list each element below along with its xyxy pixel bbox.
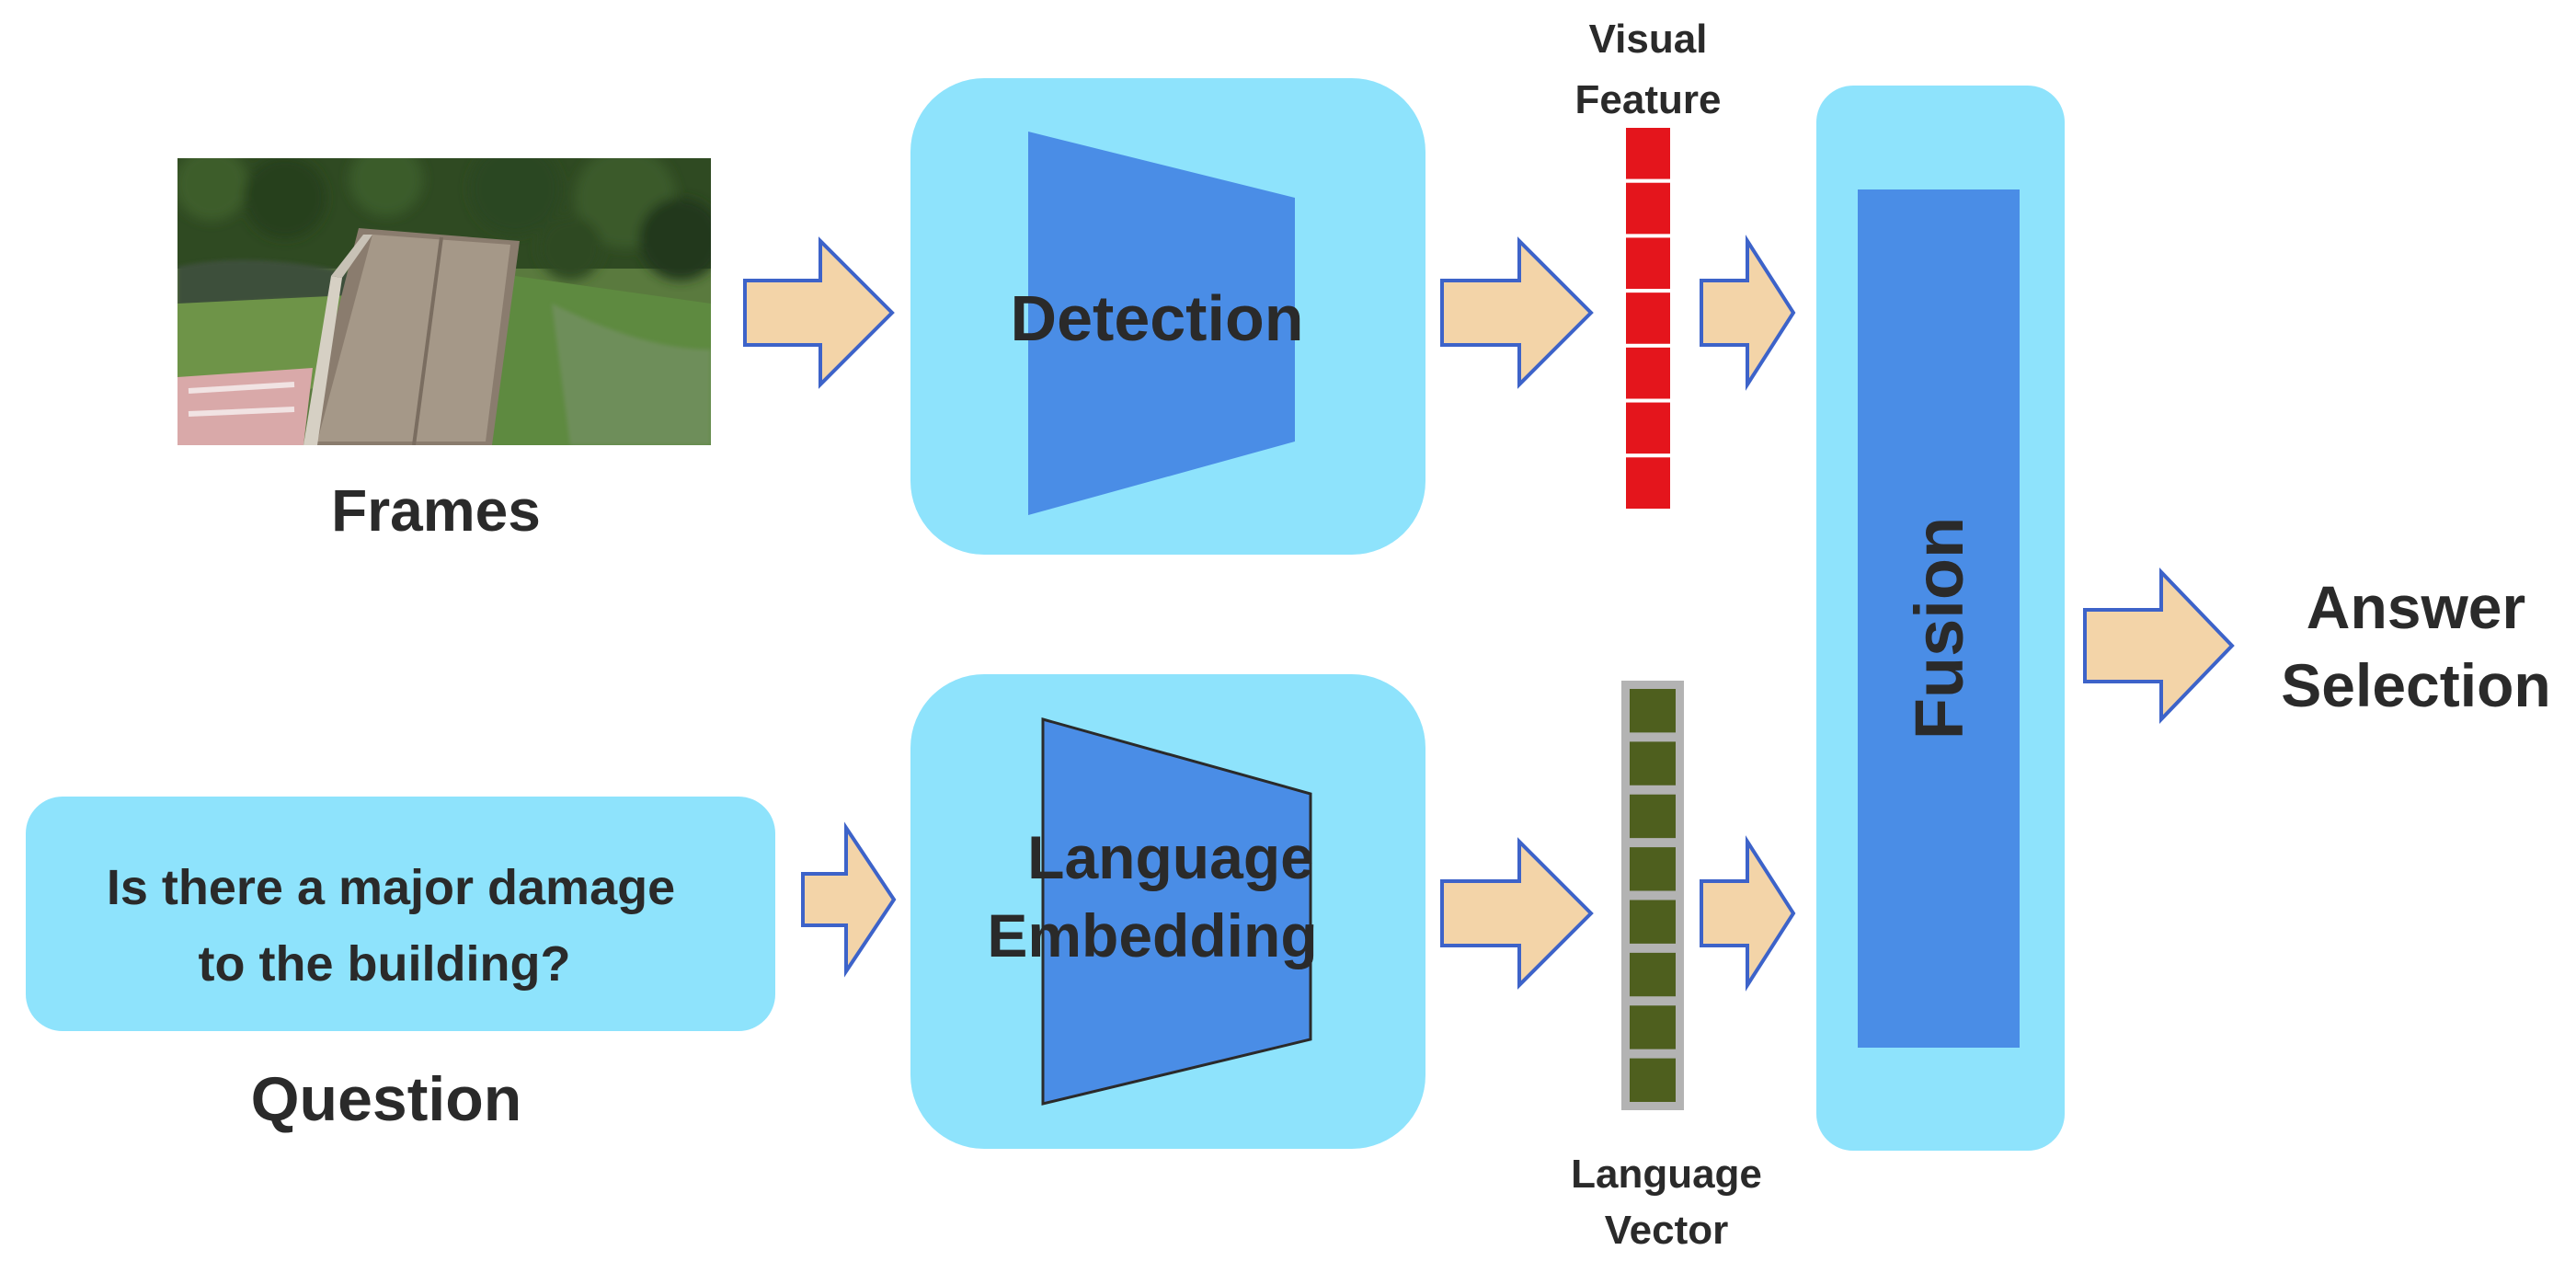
visual-feature-cell xyxy=(1622,289,1674,348)
question-box: Is there a major damage to the building? xyxy=(26,797,775,1031)
visual-feature-label-line2: Feature xyxy=(1575,77,1722,122)
detection-encoder-shape xyxy=(1028,132,1295,515)
question-text-line2: to the building? xyxy=(199,936,571,992)
language-vector-cell xyxy=(1630,900,1676,944)
language-embedding-label-line2: Embedding xyxy=(987,901,1317,969)
language-vector-cell xyxy=(1630,741,1676,786)
visual-feature-vector xyxy=(1622,124,1674,512)
visual-feature-label-line1: Visual xyxy=(1589,17,1708,62)
question-text-line1: Is there a major damage xyxy=(107,860,675,915)
arrow-language-embedding-to-vector xyxy=(1440,837,1594,990)
language-vector-label-line1: Language xyxy=(1571,1152,1762,1197)
arrow-frames-to-detection xyxy=(743,236,895,389)
language-vector-cell xyxy=(1630,1058,1676,1102)
visual-feature-cell xyxy=(1622,398,1674,458)
visual-feature-cell xyxy=(1622,343,1674,403)
language-vector-cell xyxy=(1630,794,1676,839)
frames-label: Frames xyxy=(331,477,541,544)
visual-feature-cell xyxy=(1622,124,1674,183)
arrow-visual-feature-to-fusion xyxy=(1700,235,1796,391)
question-label: Question xyxy=(251,1064,522,1134)
language-embedding-module: Language Embedding xyxy=(910,674,1425,1149)
language-vector-label-line2: Vector xyxy=(1605,1208,1729,1253)
frames-image xyxy=(177,158,711,445)
visual-feature-cell xyxy=(1622,178,1674,238)
language-embedding-label-line1: Language xyxy=(1027,823,1314,891)
language-vector-cell xyxy=(1630,1005,1676,1049)
detection-module: Detection xyxy=(910,78,1425,555)
arrow-fusion-to-answer xyxy=(2083,568,2235,724)
language-vector-cell xyxy=(1630,952,1676,997)
arrow-detection-to-visual-feature xyxy=(1440,236,1594,389)
language-encoder-shape xyxy=(1041,717,1312,1106)
fusion-module: Fusion xyxy=(1816,86,2065,1151)
fusion-inner xyxy=(1858,189,2020,1048)
language-vector xyxy=(1621,681,1684,1110)
visual-feature-cell xyxy=(1622,234,1674,293)
answer-label-line2: Selection xyxy=(2281,651,2550,719)
fusion-label: Fusion xyxy=(1901,517,1977,740)
answer-label-line1: Answer xyxy=(2307,573,2525,641)
language-vector-cell xyxy=(1630,847,1676,891)
language-vector-cell xyxy=(1630,689,1676,733)
detection-label: Detection xyxy=(1011,282,1304,354)
visual-feature-cell xyxy=(1622,453,1674,512)
arrow-language-vector-to-fusion xyxy=(1700,835,1796,992)
arrow-question-to-language-embedding xyxy=(801,821,897,978)
